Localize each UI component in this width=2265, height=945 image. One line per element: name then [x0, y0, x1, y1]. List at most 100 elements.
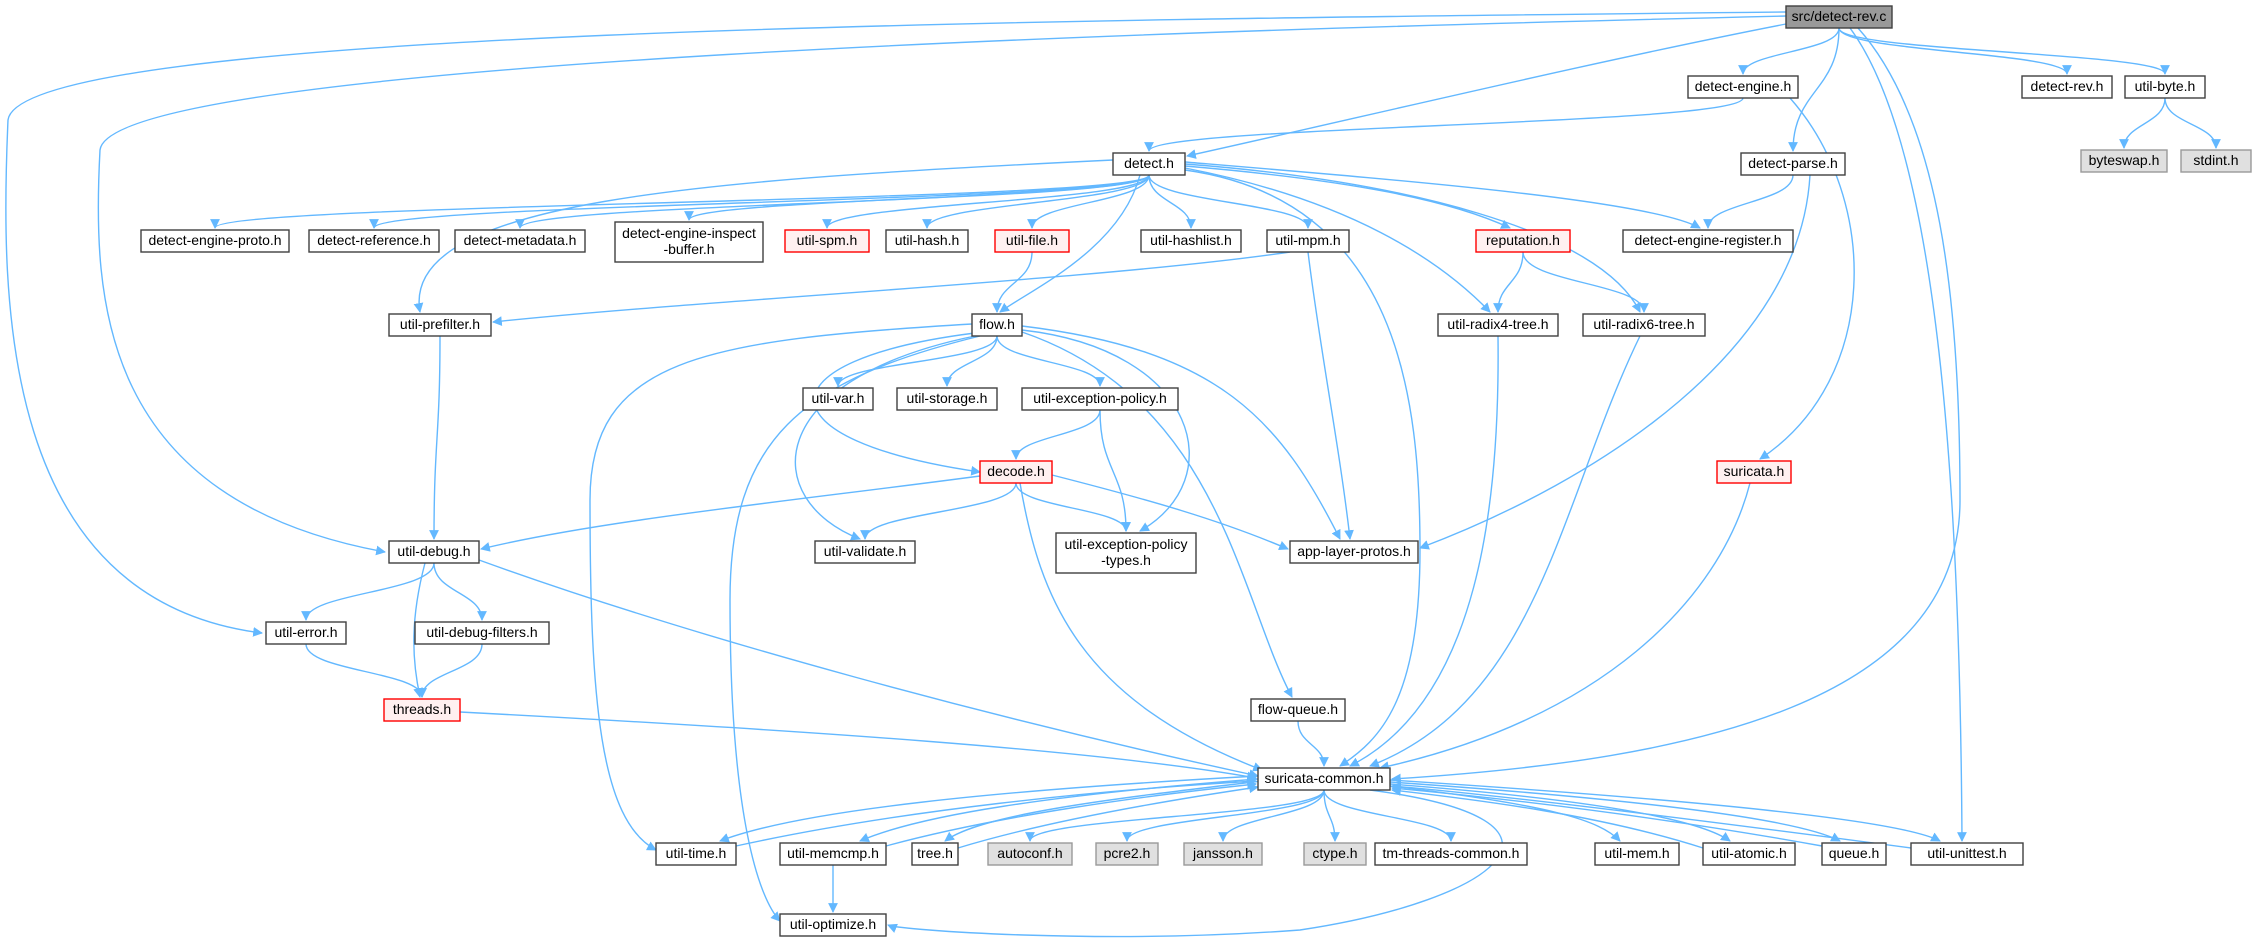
- node-detect-h[interactable]: detect.h: [1112, 152, 1186, 176]
- edge-path: [942, 335, 998, 387]
- node-util-exception-policy-h[interactable]: util-exception-policy.h: [1021, 387, 1179, 411]
- node-detect-rev-c[interactable]: src/detect-rev.c: [1785, 5, 1893, 29]
- edge-suricata-common-h-to-jansson-h: [1218, 789, 1325, 842]
- node-detect-engine-register-h[interactable]: detect-engine-register.h: [1622, 229, 1794, 253]
- edge-path: [1738, 27, 1840, 75]
- node-util-storage-h[interactable]: util-storage.h: [896, 387, 998, 411]
- edge-detect-h-to-detect-metadata-h: [515, 174, 1150, 229]
- node-util-debug-h[interactable]: util-debug.h: [388, 540, 480, 564]
- node-util-time-h[interactable]: util-time.h: [655, 842, 737, 866]
- node-label: src/detect-rev.c: [1792, 8, 1887, 24]
- edge-flow-h-to-flow-queue-h: [1021, 331, 1293, 698]
- node-pcre2-h: pcre2.h: [1095, 842, 1159, 866]
- edge-detect-rev-c-to-util-byte-h: [1838, 27, 2170, 75]
- edge-path: [860, 482, 1017, 540]
- node-util-exception-policy-types-h[interactable]: util-exception-policy-types.h: [1055, 532, 1197, 574]
- node-detect-rev-h[interactable]: detect-rev.h: [2021, 75, 2113, 99]
- node-threads-h[interactable]: threads.h: [383, 698, 461, 722]
- edge-decode-h-to-app-layer-protos-h: [1051, 474, 1289, 551]
- node-label: -types.h: [1101, 552, 1151, 568]
- node-box: [414, 621, 550, 645]
- node-util-hashlist-h[interactable]: util-hashlist.h: [1140, 229, 1242, 253]
- node-queue-h[interactable]: queue.h: [1821, 842, 1887, 866]
- node-util-mem-h[interactable]: util-mem.h: [1594, 842, 1680, 866]
- node-util-file-h[interactable]: util-file.h: [994, 229, 1070, 253]
- node-label: queue.h: [1829, 845, 1880, 861]
- edge-util-debug-h-to-suricata-common-h: [478, 559, 1259, 779]
- node-detect-reference-h[interactable]: detect-reference.h: [308, 229, 440, 253]
- edge-detect-rev-c-to-util-error-h: [5, 11, 1787, 637]
- node-box: [1303, 842, 1367, 866]
- node-util-prefilter-h[interactable]: util-prefilter.h: [388, 313, 492, 337]
- node-label: detect-reference.h: [317, 232, 431, 248]
- edge-flow-h-to-util-exception-policy-h: [996, 335, 1105, 387]
- node-box: [655, 842, 737, 866]
- node-reputation-h[interactable]: reputation.h: [1475, 229, 1571, 253]
- node-label: util-validate.h: [824, 543, 907, 559]
- node-app-layer-protos-h[interactable]: app-layer-protos.h: [1289, 540, 1419, 564]
- node-util-hash-h[interactable]: util-hash.h: [885, 229, 969, 253]
- edge-path: [1759, 97, 1855, 460]
- node-jansson-h: jansson.h: [1183, 842, 1263, 866]
- node-detect-engine-h[interactable]: detect-engine.h: [1687, 75, 1799, 99]
- node-util-unittest-h[interactable]: util-unittest.h: [1910, 842, 2024, 866]
- edge-detect-rev-c-to-detect-parse-h: [1788, 27, 1840, 152]
- edge-suricata-common-h-to-util-time-h: [719, 775, 1259, 843]
- node-util-var-h[interactable]: util-var.h: [802, 387, 874, 411]
- node-util-spm-h[interactable]: util-spm.h: [784, 229, 870, 253]
- node-detect-engine-inspect-buffer-h[interactable]: detect-engine-inspect-buffer.h: [614, 221, 764, 263]
- node-byteswap-h: byteswap.h: [2080, 149, 2168, 173]
- node-flow-queue-h[interactable]: flow-queue.h: [1250, 698, 1346, 722]
- edge-detect-rev-c-to-detect-rev-h: [1838, 27, 2072, 75]
- node-util-debug-filters-h[interactable]: util-debug-filters.h: [414, 621, 550, 645]
- node-tree-h[interactable]: tree.h: [911, 842, 959, 866]
- node-util-radix6-tree-h[interactable]: util-radix6-tree.h: [1582, 313, 1706, 337]
- node-box: [388, 540, 480, 564]
- node-box: [1785, 5, 1893, 29]
- node-label: detect-metadata.h: [464, 232, 577, 248]
- edge-path: [996, 335, 1105, 387]
- edge-suricata-common-h-to-util-unittest-h: [1389, 779, 1941, 842]
- node-util-error-h[interactable]: util-error.h: [265, 621, 347, 645]
- node-detect-parse-h[interactable]: detect-parse.h: [1740, 152, 1846, 176]
- node-util-radix4-tree-h[interactable]: util-radix4-tree.h: [1437, 313, 1559, 337]
- node-tm-threads-common-h[interactable]: tm-threads-common.h: [1374, 842, 1528, 866]
- edge-path: [1015, 482, 1131, 532]
- node-box: [2021, 75, 2113, 99]
- edge-path: [999, 174, 1141, 313]
- node-util-optimize-h[interactable]: util-optimize.h: [779, 913, 887, 937]
- node-detect-engine-proto-h[interactable]: detect-engine-proto.h: [140, 229, 290, 253]
- node-flow-h[interactable]: flow.h: [971, 313, 1023, 337]
- node-util-atomic-h[interactable]: util-atomic.h: [1702, 842, 1796, 866]
- node-suricata-common-h[interactable]: suricata-common.h: [1257, 767, 1391, 791]
- node-box: [1687, 75, 1799, 99]
- node-suricata-h[interactable]: suricata.h: [1716, 460, 1792, 484]
- edge-detect-parse-h-to-detect-engine-register-h: [1703, 174, 1794, 229]
- node-util-memcmp-h[interactable]: util-memcmp.h: [779, 842, 887, 866]
- node-label: util-var.h: [812, 390, 865, 406]
- node-detect-metadata-h[interactable]: detect-metadata.h: [454, 229, 586, 253]
- edge-path: [1019, 482, 1263, 772]
- node-label: jansson.h: [1192, 845, 1253, 861]
- edge-path: [429, 335, 441, 540]
- node-util-validate-h[interactable]: util-validate.h: [814, 540, 916, 564]
- edge-reputation-h-to-util-radix4-tree-h: [1493, 251, 1524, 313]
- node-label: detect-parse.h: [1748, 155, 1838, 171]
- node-box: [1702, 842, 1796, 866]
- node-ctype-h: ctype.h: [1303, 842, 1367, 866]
- edge-path: [413, 159, 1114, 313]
- edge-detect-h-to-suricata-common-h: [1184, 169, 1421, 767]
- node-util-mpm-h[interactable]: util-mpm.h: [1266, 229, 1350, 253]
- node-box: [979, 460, 1053, 484]
- node-label: util-spm.h: [797, 232, 858, 248]
- edge-path: [301, 562, 435, 621]
- node-label: flow-queue.h: [1258, 701, 1338, 717]
- node-label: util-mpm.h: [1275, 232, 1340, 248]
- edge-path: [1389, 781, 1841, 842]
- edge-path: [1323, 789, 1340, 842]
- node-decode-h[interactable]: decode.h: [979, 460, 1053, 484]
- node-util-byte-h[interactable]: util-byte.h: [2124, 75, 2206, 99]
- edge-detect-rev-c-to-detect-h: [1186, 23, 1787, 159]
- node-label: detect.h: [1124, 155, 1174, 171]
- edge-util-debug-h-to-util-error-h: [301, 562, 435, 621]
